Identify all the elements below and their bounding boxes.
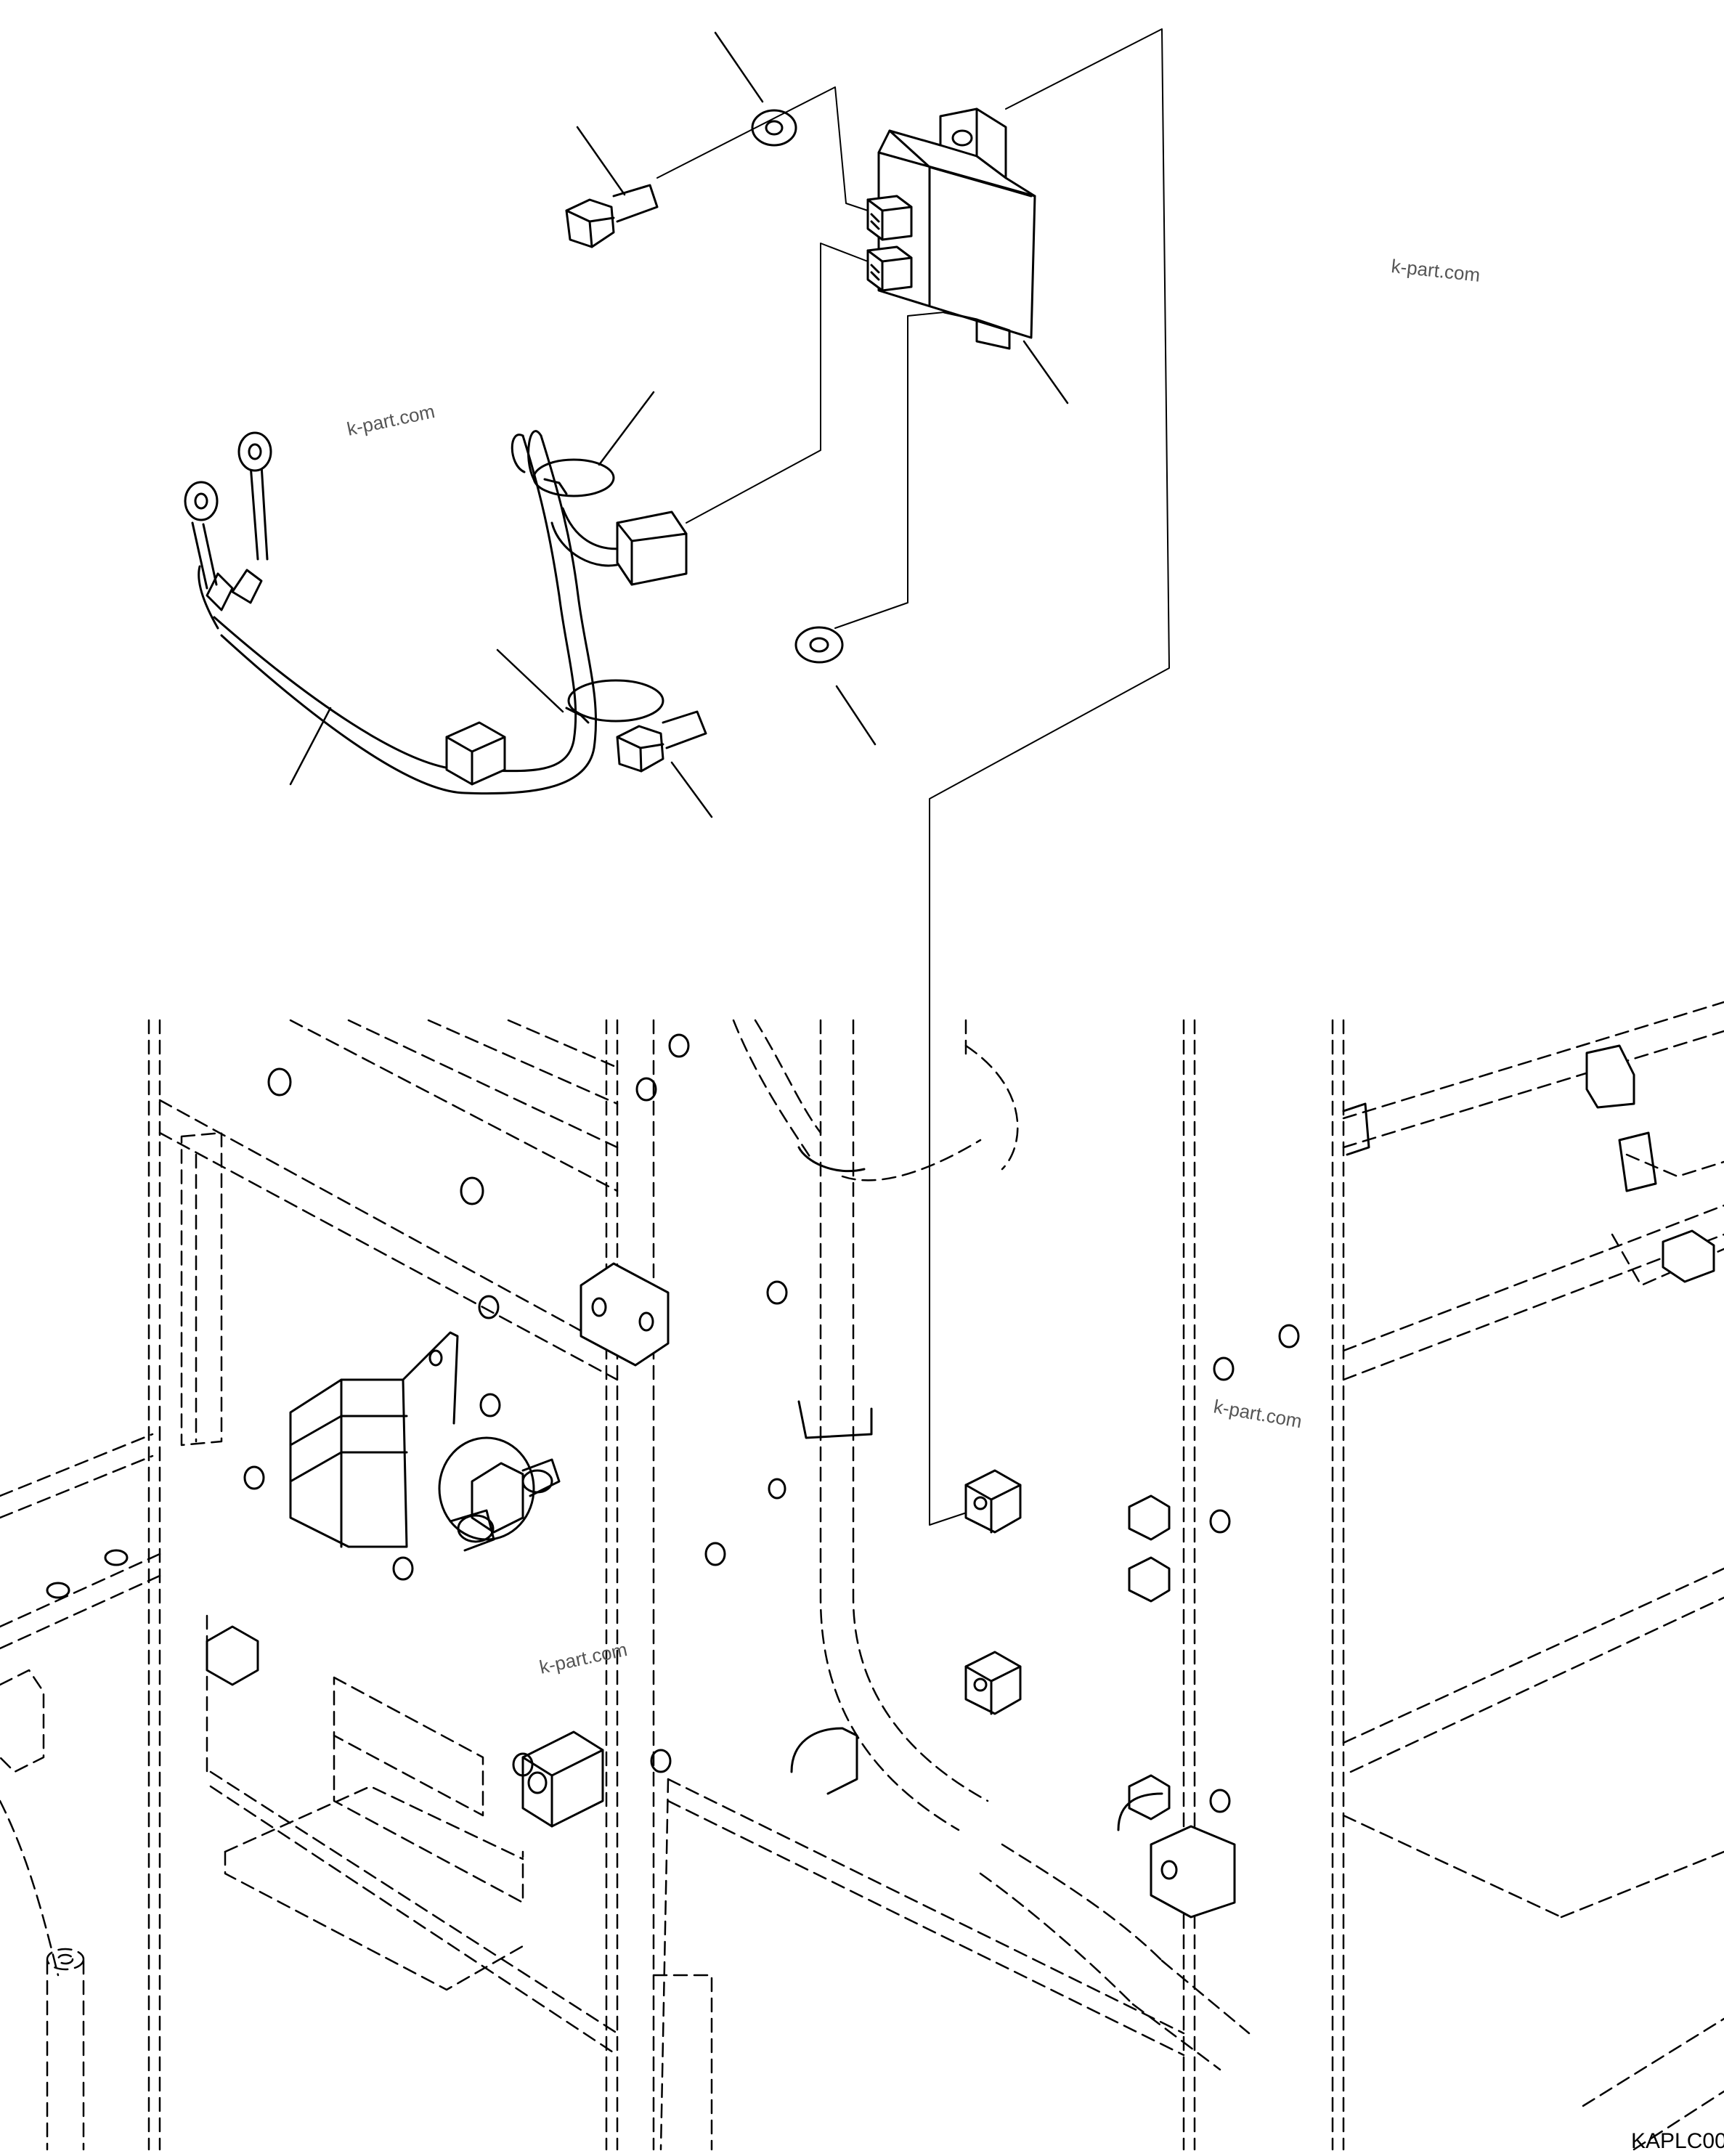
leader-lines — [289, 31, 1069, 818]
solenoid-relay — [289, 1331, 561, 1552]
controller-connector-lower — [866, 245, 913, 292]
watermark-1: k-part.com — [1390, 255, 1481, 286]
wiring-harness — [184, 430, 688, 795]
cable-tie-lower — [565, 679, 664, 724]
hardware-details — [206, 1044, 1715, 1919]
upper-bolt — [565, 184, 659, 248]
controller-module — [877, 107, 1036, 350]
frame-assembly — [0, 1001, 1724, 2151]
watermark-2: k-part.com — [345, 400, 436, 440]
assembly-reference-lines — [656, 28, 1170, 1526]
mounting-holes — [46, 1033, 1300, 1813]
figure-code: KAPLC00106 — [1631, 2129, 1724, 2153]
watermark-3: k-part.com — [1212, 1395, 1304, 1432]
controller-connector-upper — [866, 195, 913, 241]
upper-washer — [751, 109, 797, 147]
watermark-4: k-part.com — [537, 1638, 629, 1678]
lower-washer — [794, 626, 844, 664]
lower-bolt — [616, 710, 707, 773]
cable-tie-upper — [532, 458, 615, 497]
